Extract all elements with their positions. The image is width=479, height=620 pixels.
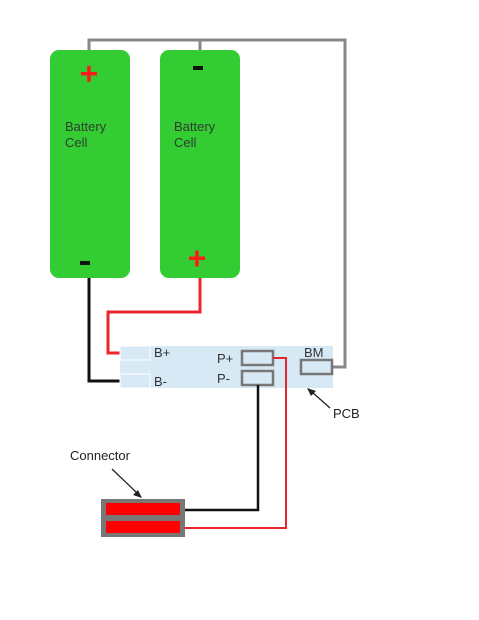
battery-cell-left-label-2: Cell — [65, 135, 88, 150]
minus-terminal-icon — [193, 66, 203, 70]
p-minus-wire — [185, 385, 260, 512]
pcb-label-b-plus: B+ — [154, 345, 170, 360]
connector-pin-bottom — [106, 521, 180, 533]
connector-label: Connector — [70, 448, 131, 463]
battery-cell-left-label-1: Battery — [65, 119, 107, 134]
b-minus-wire — [87, 278, 122, 383]
plus-terminal-icon — [81, 65, 97, 82]
pcb-label-b-minus: B- — [154, 374, 167, 389]
plus-terminal-icon — [189, 250, 205, 267]
connector-arrow-icon — [111, 468, 142, 498]
minus-terminal-icon — [80, 261, 90, 265]
pcb-label-p-plus: P+ — [217, 351, 233, 366]
battery-cell-right-label-1: Battery — [174, 119, 216, 134]
pcb-board: B+ B- P+ P- BM — [119, 345, 334, 389]
pcb-label-bm: BM — [304, 345, 324, 360]
battery-cell-left-body — [50, 50, 130, 278]
pcb-body — [120, 346, 333, 388]
battery-cell-right-label-2: Cell — [174, 135, 197, 150]
pcb-label-p-minus: P- — [217, 371, 230, 386]
battery-cell-right-body — [160, 50, 240, 278]
connector — [101, 499, 185, 537]
bm-wire — [87, 38, 347, 369]
p-plus-wire — [185, 357, 287, 529]
pcb-pad-b-minus — [119, 373, 151, 389]
pcb-pad-b-plus — [119, 345, 151, 361]
battery-cell-right: Battery Cell — [160, 50, 240, 278]
connector-pin-top — [106, 503, 180, 515]
pcb-pad-bm — [299, 358, 334, 376]
pcb-label: PCB — [333, 406, 360, 421]
pcb-arrow-icon — [307, 388, 331, 409]
b-plus-wire — [106, 278, 202, 355]
battery-cell-left: Battery Cell — [50, 50, 130, 278]
